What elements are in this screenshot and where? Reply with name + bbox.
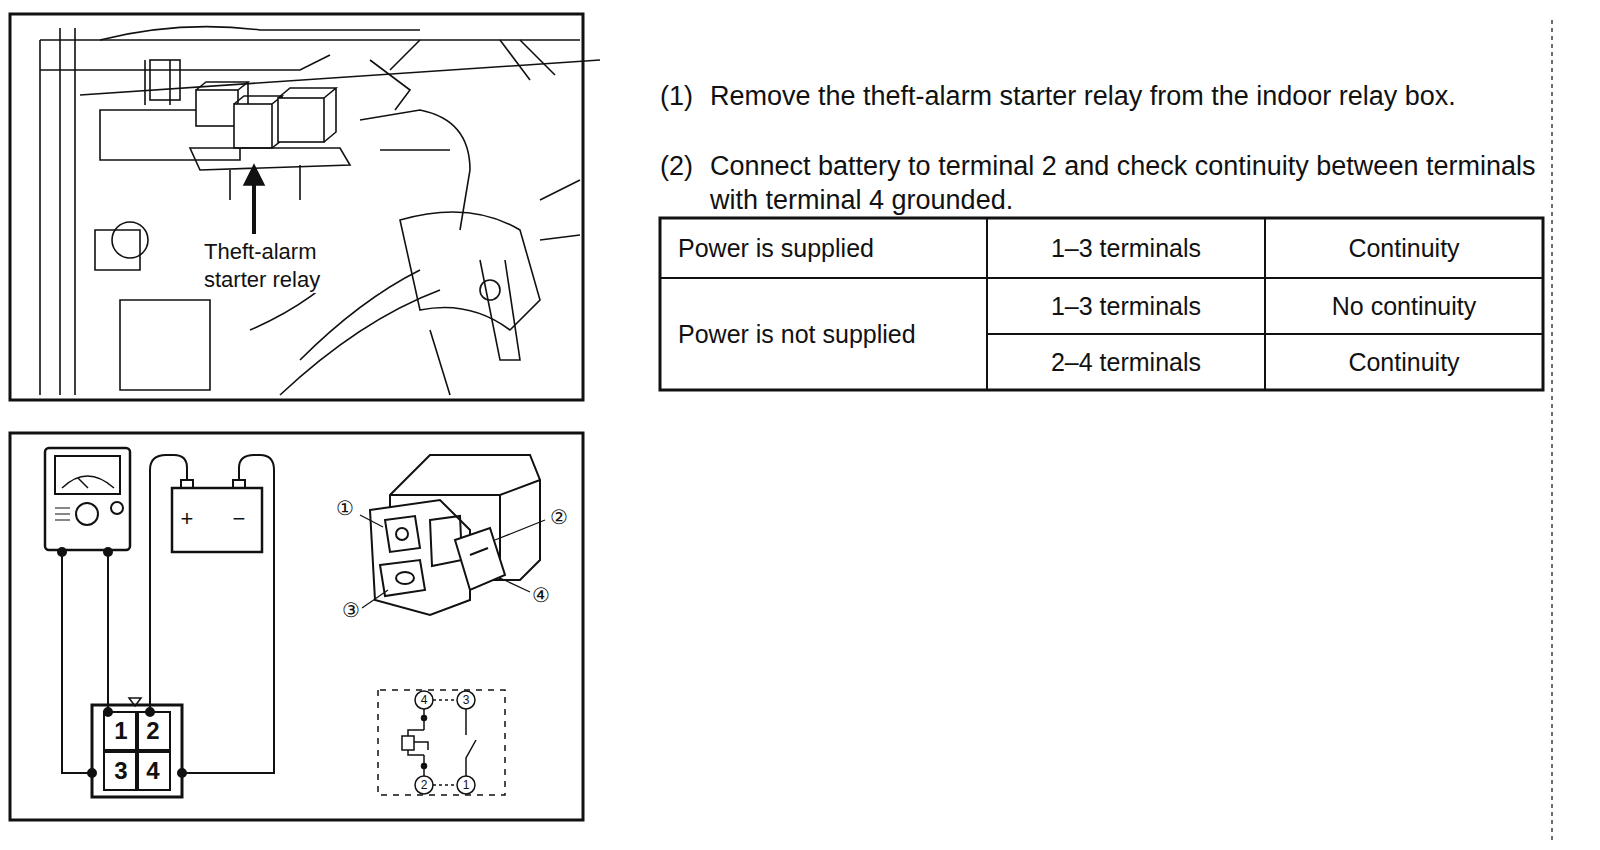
relay-drawing: [360, 455, 545, 615]
wires: [62, 455, 274, 777]
battery-terminal: +: [176, 505, 198, 533]
pin-number: 2: [138, 714, 168, 748]
callout-number: ①: [330, 496, 360, 521]
table-cell: Power is not supplied: [660, 278, 987, 390]
pin-number: 4: [138, 754, 168, 788]
table-grid: [660, 218, 1543, 390]
callout-number: ②: [544, 505, 574, 530]
table-cell: No continuity: [1265, 278, 1543, 334]
step-number: (1): [660, 80, 710, 114]
connector-face: [92, 698, 182, 797]
pin-number: 3: [106, 754, 136, 788]
battery-terminal: −: [228, 505, 250, 533]
page-edge: [1551, 20, 1552, 840]
pin-number: 4: [416, 691, 432, 709]
battery: [172, 480, 262, 552]
ohmmeter: [45, 448, 130, 556]
instruction-text: Remove the theft-alarm starter relay fro…: [710, 80, 1550, 114]
pin-number: 3: [458, 691, 474, 709]
callout-number: ④: [526, 583, 556, 608]
instruction-text: Connect battery to terminal 2 and check …: [710, 150, 1550, 218]
panel-frame: [10, 433, 583, 820]
step-number: (2): [660, 150, 710, 184]
pin-number: 1: [106, 714, 136, 748]
table-cell: 2–4 terminals: [987, 334, 1265, 390]
table-cell: Continuity: [1265, 334, 1543, 390]
part-name: Theft-alarm starter relay: [204, 238, 380, 293]
table-cell: Power is supplied: [660, 218, 987, 278]
pin-number: 1: [458, 776, 474, 794]
table-cell: Continuity: [1265, 218, 1543, 278]
dash-illustration: [40, 27, 600, 395]
table-cell: 1–3 terminals: [987, 218, 1265, 278]
pin-number: 2: [416, 776, 432, 794]
table-cell: 1–3 terminals: [987, 278, 1265, 334]
callout-number: ③: [336, 598, 366, 623]
panel-frame: [10, 14, 583, 400]
relay-schematic: [378, 690, 505, 795]
